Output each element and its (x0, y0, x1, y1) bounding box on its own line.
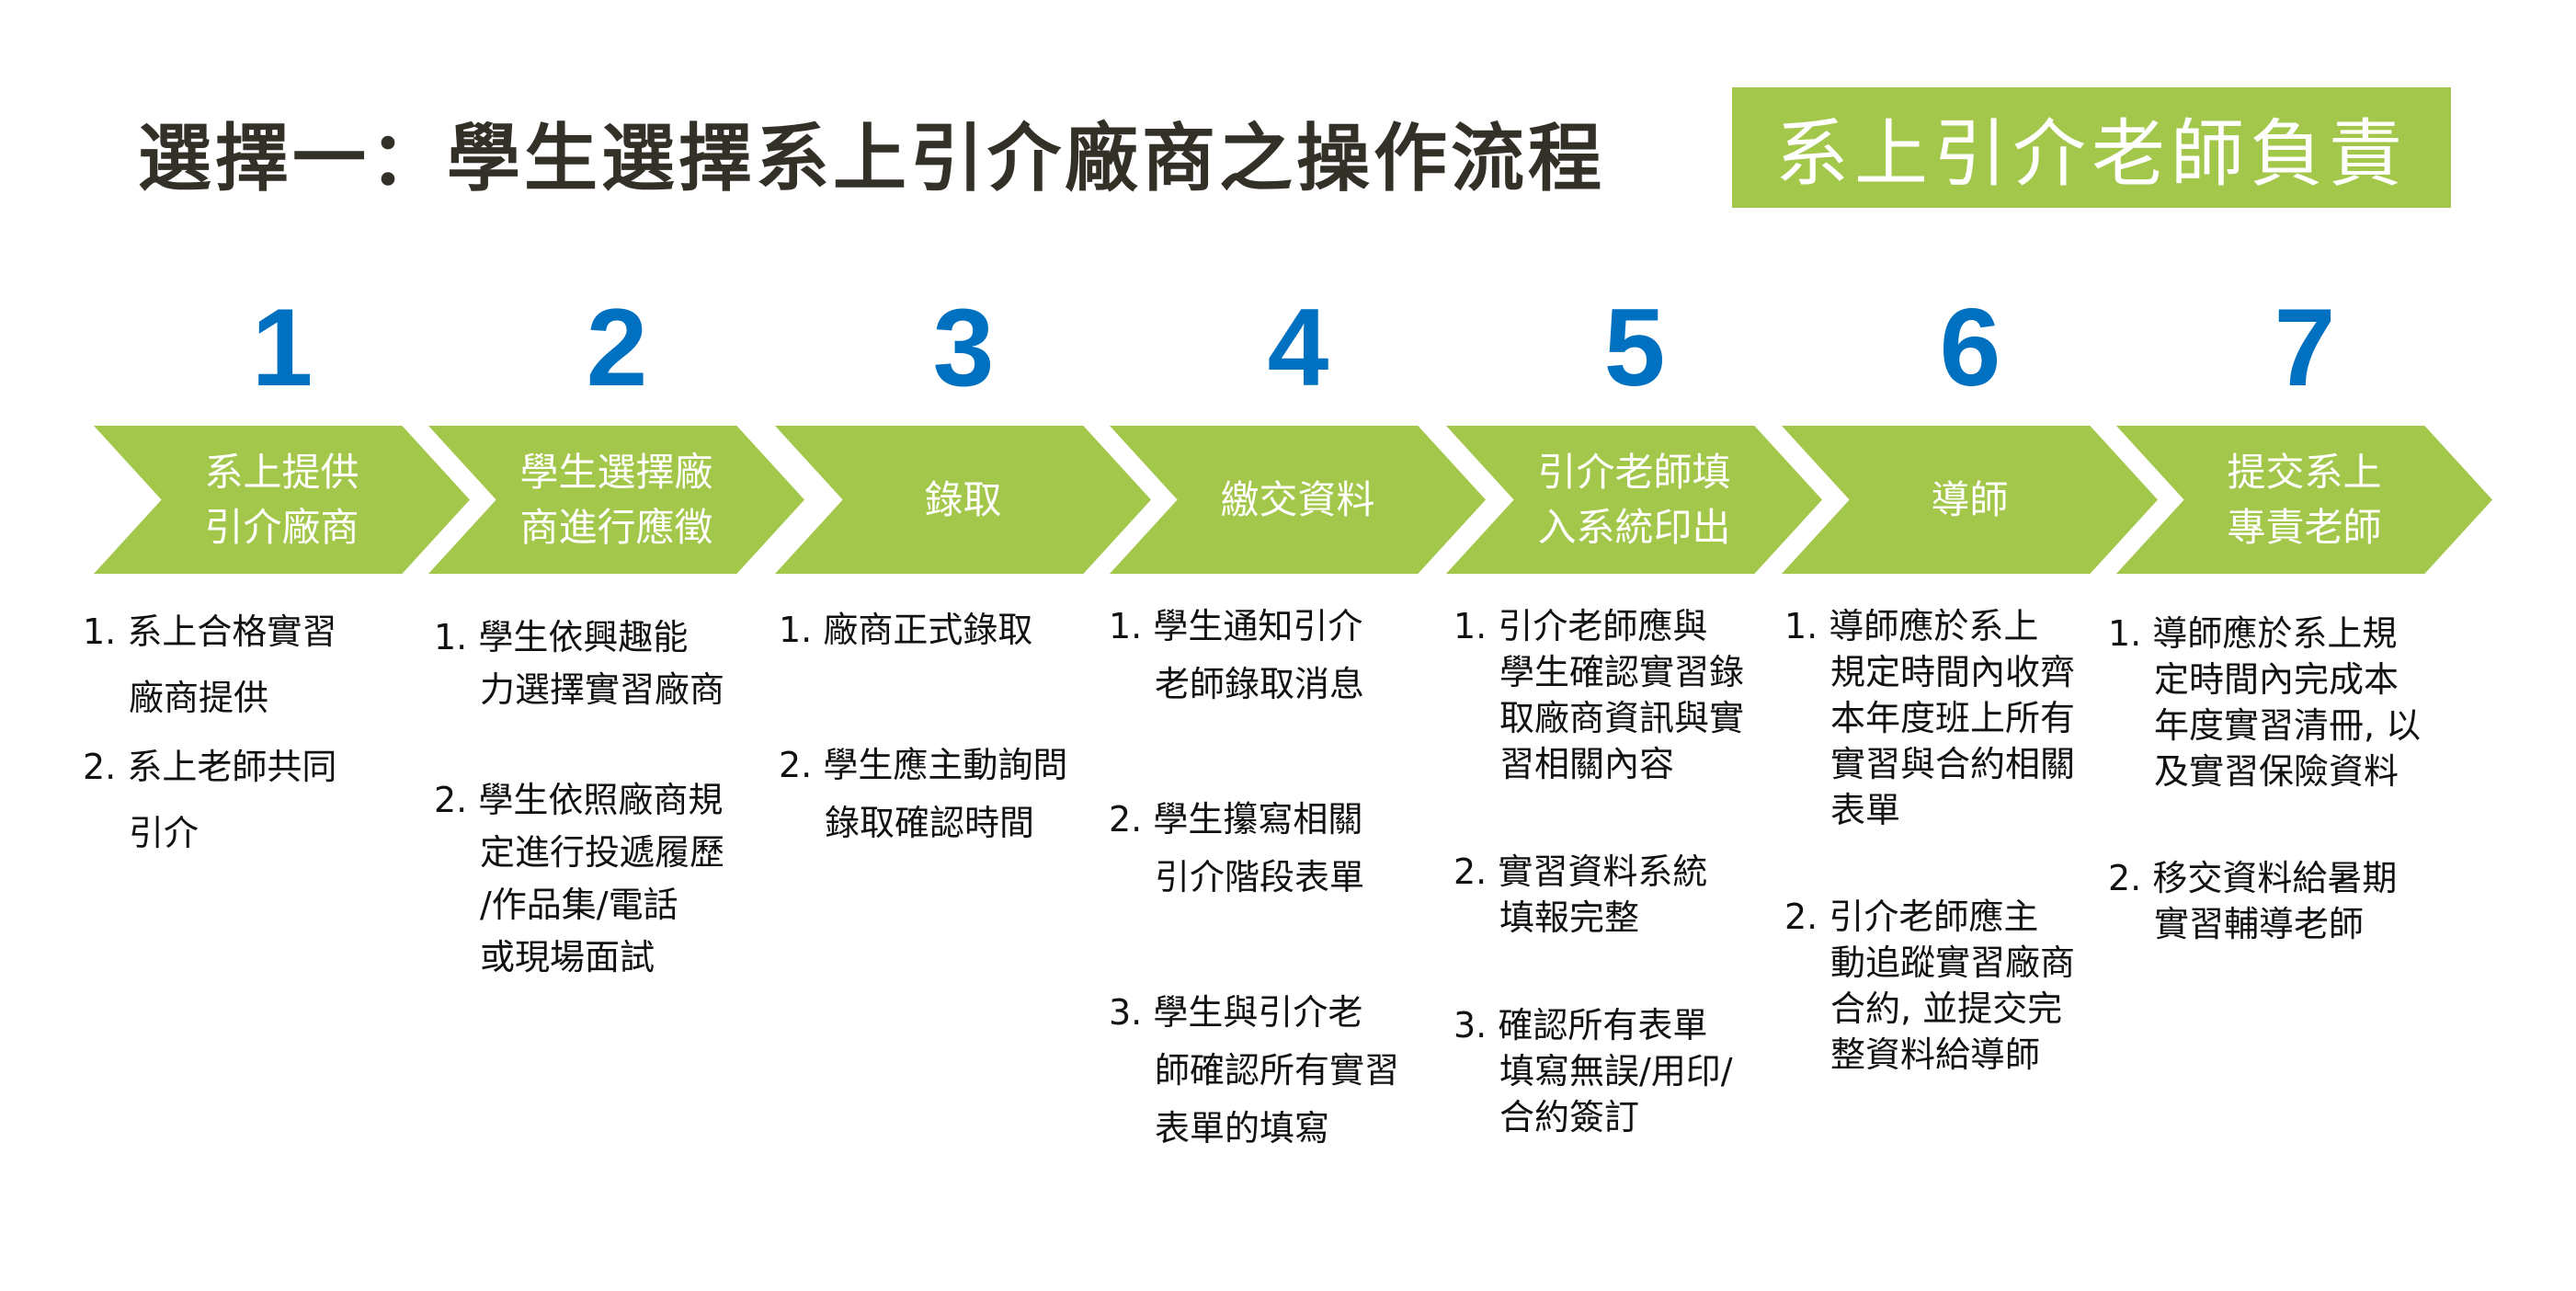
list-item-line: 整資料給導師 (1830, 1034, 2041, 1075)
list-item-line: 表單 (1830, 790, 1901, 830)
list-item: 1. 導師應於系上規定時間內完成本年度實習清冊, 以及實習保險資料 (2108, 611, 2421, 794)
list-item-line: 1. 引介老師應與 (1453, 606, 1708, 646)
list-item-line: 規定時間內收齊 (1830, 652, 2076, 692)
list-item-line: 合約, 並提交完 (1830, 988, 2063, 1029)
list-item-line: 1. 廠商正式錄取 (779, 610, 1033, 650)
list-item: 2. 引介老師應主動追蹤實習廠商合約, 並提交完整資料給導師 (1784, 894, 2075, 1078)
list-item-line: 年度實習清冊, 以 (2154, 705, 2422, 746)
list-item-line: 實習與合約相關 (1830, 744, 2076, 784)
list-item-line: 錄取確認時間 (825, 803, 1035, 843)
list-item-line: 老師錄取消息 (1155, 664, 1365, 704)
step-chevron: 系上提供引介廠商 (94, 426, 470, 574)
list-item: 2. 學生攥寫相關引介階段表單 (1109, 791, 1364, 907)
step-chevron: 錄取 (775, 426, 1151, 574)
list-item-line: 1. 學生依興趣能 (434, 617, 689, 657)
step-chevron: 提交系上專責老師 (2116, 426, 2492, 574)
step-number: 1 (251, 286, 313, 409)
list-item: 2. 系上老師共同引介 (83, 734, 336, 866)
list-item-line: 引介階段表單 (1155, 857, 1365, 897)
step-label: 商進行應徵 (519, 504, 713, 550)
list-item: 1. 系上合格實習廠商提供 (83, 599, 336, 731)
step-label: 錄取 (924, 476, 1002, 522)
list-item-line: 表單的填寫 (1155, 1108, 1330, 1148)
step-chevron: 繳交資料 (1110, 426, 1486, 574)
step-chevron: 導師 (1782, 426, 2158, 574)
step-label: 引介老師填 (1537, 449, 1731, 495)
list-item: 1. 學生通知引介老師錄取消息 (1109, 598, 1364, 714)
list-item-line: 習相關內容 (1499, 744, 1675, 784)
list-item-line: 引介 (129, 813, 199, 853)
list-item-line: 及實習保險資料 (2154, 751, 2399, 792)
list-item-line: 3. 學生與引介老 (1109, 992, 1363, 1033)
step-label: 專責老師 (2227, 504, 2382, 550)
list-item-line: 2. 學生攥寫相關 (1109, 799, 1363, 840)
step-label: 系上提供 (204, 449, 359, 495)
list-item-line: 2. 實習資料系統 (1453, 851, 1708, 892)
list-item-line: 2. 系上老師共同 (83, 747, 337, 787)
step-label: 引介廠商 (204, 504, 359, 550)
list-item: 2. 移交資料給暑期實習輔導老師 (2108, 855, 2397, 947)
list-item-line: 實習輔導老師 (2154, 904, 2365, 944)
list-item-line: 1. 導師應於系上規 (2108, 613, 2398, 654)
list-item: 1. 學生依興趣能力選擇實習廠商 (434, 611, 724, 716)
step-number: 6 (1939, 286, 2001, 409)
list-item-line: 2. 引介老師應主 (1784, 897, 2039, 937)
list-item-line: 動追蹤實習廠商 (1830, 943, 2076, 983)
list-item: 1. 廠商正式錄取 (779, 601, 1032, 659)
step-chevron: 學生選擇廠商進行應徵 (428, 426, 804, 574)
list-item: 2. 實習資料系統填報完整 (1453, 849, 1707, 941)
list-item-line: 師確認所有實習 (1155, 1050, 1400, 1091)
list-item-line: 定進行投遞履歷 (480, 832, 725, 873)
list-item-line: 廠商提供 (129, 678, 269, 718)
step-number: 2 (586, 286, 648, 409)
list-item-line: 取廠商資訊與實 (1499, 698, 1745, 738)
list-item-line: 定時間內完成本 (2154, 659, 2399, 700)
list-item-line: 1. 學生通知引介 (1109, 606, 1363, 646)
list-item-line: 學生確認實習錄 (1499, 652, 1745, 692)
list-item-line: 填寫無誤/用印/ (1499, 1051, 1733, 1091)
list-item-line: 2. 移交資料給暑期 (2108, 858, 2398, 898)
list-item-line: /作品集/電話 (480, 885, 678, 925)
list-item-line: 力選擇實習廠商 (480, 669, 725, 710)
list-item: 2. 學生依照廠商規定進行投遞履歷/作品集/電話或現場面試 (434, 774, 724, 984)
step-label: 導師 (1931, 476, 2009, 522)
step-label: 繳交資料 (1220, 476, 1375, 522)
page-title: 選擇一：學生選擇系上引介廠商之操作流程 (138, 116, 1605, 201)
list-item-line: 3. 確認所有表單 (1453, 1005, 1708, 1045)
list-item: 2. 學生應主動詢問錄取確認時間 (779, 737, 1067, 852)
list-item-line: 本年度班上所有 (1830, 698, 2076, 738)
step-chevron: 引介老師填入系統印出 (1446, 426, 1822, 574)
list-item-line: 2. 學生應主動詢問 (779, 745, 1068, 785)
list-item-line: 填報完整 (1499, 897, 1640, 938)
list-item: 1. 引介老師應與學生確認實習錄取廠商資訊與實習相關內容 (1453, 603, 1744, 787)
list-item: 3. 確認所有表單填寫無誤/用印/合約簽訂 (1453, 1002, 1733, 1140)
step-number: 4 (1267, 286, 1329, 409)
step-label: 學生選擇廠 (519, 449, 713, 495)
responsibility-badge: 系上引介老師負責 (1732, 87, 2451, 208)
list-item-line: 2. 學生依照廠商規 (434, 780, 724, 820)
list-item-line: 合約簽訂 (1499, 1097, 1640, 1137)
step-label: 入系統印出 (1537, 504, 1731, 550)
list-item-line: 1. 導師應於系上 (1784, 606, 2039, 646)
list-item: 3. 學生與引介老師確認所有實習表單的填寫 (1109, 984, 1399, 1158)
list-item-line: 1. 系上合格實習 (83, 611, 337, 652)
list-item-line: 或現場面試 (480, 937, 655, 977)
step-number: 7 (2274, 286, 2336, 409)
step-number: 3 (932, 286, 995, 409)
list-item: 1. 導師應於系上規定時間內收齊本年度班上所有實習與合約相關表單 (1784, 603, 2075, 833)
step-number: 5 (1603, 286, 1666, 409)
step-label: 提交系上 (2227, 449, 2382, 495)
